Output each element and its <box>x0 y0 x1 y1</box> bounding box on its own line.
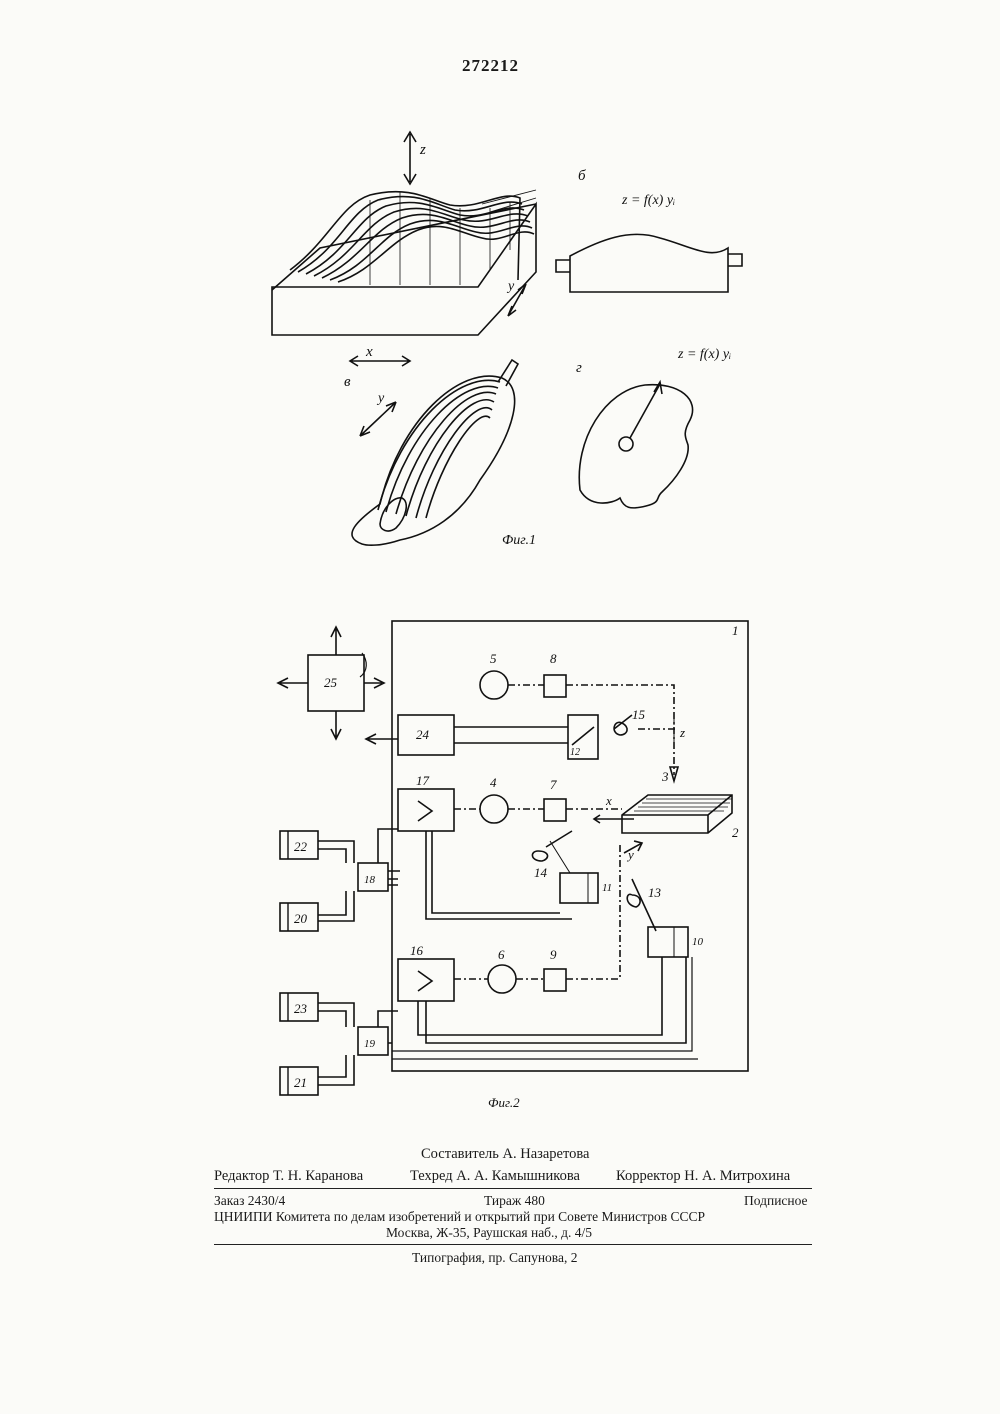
fig2-caption: Фиг.2 <box>488 1095 520 1110</box>
y-axis-arrow-c <box>360 402 396 436</box>
worktable-2 <box>622 795 732 833</box>
block-base <box>272 204 536 335</box>
label-23: 23 <box>294 1001 308 1016</box>
profile-plate <box>570 234 728 292</box>
subscription: Подписное <box>744 1193 808 1209</box>
label-y: y <box>626 847 634 862</box>
label-8: 8 <box>550 651 557 666</box>
figure-2: 1 25 5 8 24 12 15 z 3 17 4 7 x 2 y 14 11… <box>250 615 770 1115</box>
printing-house: Типография, пр. Сапунова, 2 <box>412 1250 578 1266</box>
label-11: 11 <box>602 882 612 894</box>
editor-credit: Редактор Т. Н. Каранова <box>214 1168 363 1185</box>
label-3: 3 <box>661 769 669 784</box>
layered-cylinder <box>352 376 515 545</box>
publisher-address: Москва, Ж-35, Раушская наб., д. 4/5 <box>386 1225 592 1241</box>
label-4: 4 <box>490 775 497 790</box>
label-16: 16 <box>410 943 424 958</box>
z-axis-arrow <box>404 132 416 184</box>
corrector-credit: Корректор Н. А. Митрохина <box>616 1168 790 1185</box>
x-axis-arrow <box>350 356 410 366</box>
fig1-panel-c: в <box>344 374 351 390</box>
fig1-panel-b: б <box>578 168 586 184</box>
label-7: 7 <box>550 777 557 792</box>
block-10 <box>648 927 688 957</box>
fig1-formula-d: z = f(x) yᵢ <box>677 347 731 362</box>
label-1: 1 <box>732 623 739 638</box>
machine-frame <box>392 621 748 1071</box>
label-15: 15 <box>632 707 646 722</box>
label-19: 19 <box>364 1038 376 1050</box>
fig1-axis-y-c: y <box>376 391 385 406</box>
patent-number: 272212 <box>462 56 519 76</box>
divider-top <box>214 1188 812 1189</box>
label-z: z <box>679 725 685 740</box>
fig1-formula-b: z = f(x) yᵢ <box>621 193 675 208</box>
label-2: 2 <box>732 825 739 840</box>
label-24: 24 <box>416 727 430 742</box>
divider-bottom <box>214 1244 812 1245</box>
label-22: 22 <box>294 839 308 854</box>
motor-6 <box>488 965 516 993</box>
fig1-axis-y-a: y <box>506 279 515 294</box>
block-7 <box>544 799 566 821</box>
label-5: 5 <box>490 651 497 666</box>
label-13: 13 <box>648 885 662 900</box>
compiler-credit: Составитель А. Назаретова <box>421 1146 590 1163</box>
label-20: 20 <box>294 911 308 926</box>
label-9: 9 <box>550 947 557 962</box>
print-run: Тираж 480 <box>484 1193 545 1209</box>
block-9 <box>544 969 566 991</box>
label-x: x <box>605 793 612 808</box>
fig1-axis-z: z <box>419 142 426 158</box>
motor-5 <box>480 671 508 699</box>
cam-disc <box>579 385 692 508</box>
fig1-caption: Фиг.1 <box>502 533 536 548</box>
label-14: 14 <box>534 865 548 880</box>
label-18: 18 <box>364 874 376 886</box>
label-25: 25 <box>324 675 338 690</box>
block-17 <box>398 789 454 831</box>
publisher-org: ЦНИИПИ Комитета по делам изобретений и о… <box>214 1209 705 1225</box>
fig1-panel-d: г <box>576 360 582 376</box>
motor-4 <box>480 795 508 823</box>
label-10: 10 <box>692 936 704 948</box>
label-17: 17 <box>416 773 430 788</box>
order-number: Заказ 2430/4 <box>214 1193 285 1209</box>
fig1-axis-x: x <box>365 344 373 360</box>
block-11 <box>560 873 598 903</box>
label-21: 21 <box>294 1075 307 1090</box>
block-16 <box>398 959 454 1001</box>
label-6: 6 <box>498 947 505 962</box>
figure-1: z x y y б в г z = f(x) yᵢ z = f(x) yᵢ Фи… <box>250 120 810 560</box>
block-8 <box>544 675 566 697</box>
label-12: 12 <box>570 747 580 758</box>
techeditor-credit: Техред А. А. Камышникова <box>410 1168 580 1185</box>
